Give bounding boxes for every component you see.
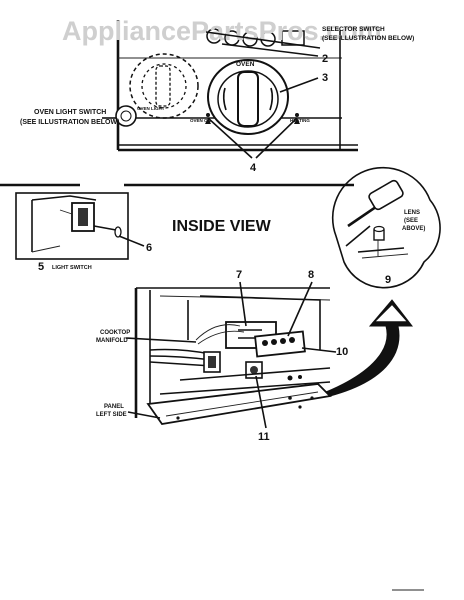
oven-knob: [207, 59, 289, 135]
heating-light: [295, 113, 299, 117]
oven-label: OVEN: [236, 61, 255, 68]
left-side-label: LEFT SIDE: [96, 412, 127, 418]
callout-7: 7: [236, 269, 242, 281]
control-panel: OVEN LIGHT OVEN OVEN ON HEATING: [115, 20, 358, 152]
inside-view-illustration: [134, 287, 332, 425]
callout-3: 3: [322, 72, 328, 84]
curved-arrow: [325, 299, 414, 397]
watermark: AppliancePartsPros.com: [62, 16, 382, 46]
light-switch-inset: [15, 192, 129, 260]
oven-light-knob: [115, 105, 137, 127]
panel-label: PANEL: [104, 404, 124, 410]
light-switch-label: LIGHT SWITCH: [52, 265, 92, 271]
oven-on-label: OVEN ON: [190, 118, 211, 123]
callout-11: 11: [258, 431, 270, 443]
lens-detail: [331, 166, 441, 289]
lens-note-2: ABOVE): [402, 226, 425, 232]
callout-5: 5: [38, 261, 44, 273]
cooktop-label: COOKTOP: [100, 330, 130, 336]
oven-light-switch-note: (SEE ILLUSTRATION BELOW): [20, 119, 119, 126]
selector-switch-note: (SEE ILLUSTRATION BELOW): [322, 35, 414, 42]
inside-view-title: INSIDE VIEW: [172, 218, 272, 235]
callout-2: 2: [322, 53, 328, 65]
oven-on-light: [206, 113, 210, 117]
oven-light-knob-label: OVEN LIGHT: [137, 106, 165, 111]
callout-10: 10: [336, 346, 348, 358]
left-knob-dashed: [129, 53, 199, 119]
selector-switch-label: SELECTOR SWITCH: [322, 26, 385, 33]
lens-label: LENS: [404, 210, 420, 216]
callout-4: 4: [250, 162, 257, 174]
heating-label: HEATING: [290, 118, 310, 123]
oven-light-switch-label: OVEN LIGHT SWITCH: [34, 109, 106, 116]
callout-8: 8: [308, 269, 314, 281]
manifold-label: MANIFOLD: [96, 338, 128, 344]
lens-note-1: (SEE: [404, 218, 418, 224]
callout-6: 6: [146, 242, 152, 254]
callout-9: 9: [385, 274, 391, 286]
